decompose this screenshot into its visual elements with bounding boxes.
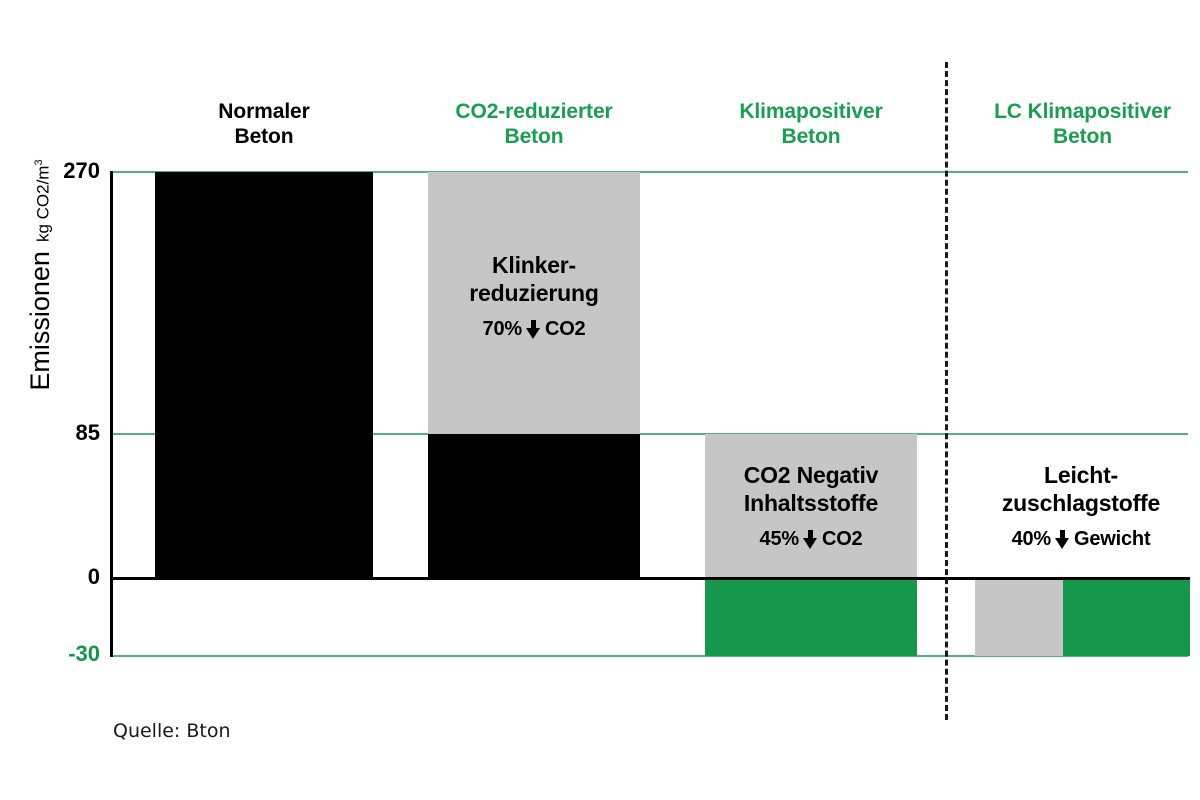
column-header-klimapositiver-beton: Klimapositiver Beton bbox=[695, 100, 927, 150]
column-header-line2: Beton bbox=[781, 124, 841, 148]
arrow-down-icon bbox=[1055, 530, 1070, 550]
annotation-title: Klinker- reduzierung bbox=[428, 252, 640, 307]
annotation-co2-negativ-inhaltsstoffe: CO2 Negativ Inhaltsstoffe 45% CO2 bbox=[705, 462, 917, 551]
bar-co2-reduzierter-beton-gray bbox=[428, 172, 640, 434]
annotation-title-line2: Inhaltsstoffe bbox=[743, 489, 879, 516]
y-tick-0: 0 bbox=[87, 564, 100, 589]
annotation-title: CO2 Negativ Inhaltsstoffe bbox=[705, 462, 917, 517]
bar-lc-klimapositiver-beton-green bbox=[1063, 580, 1190, 656]
column-header-line2: Beton bbox=[1053, 124, 1112, 148]
section-divider-dashed bbox=[945, 62, 948, 720]
bar-co2-reduzierter-beton-black bbox=[428, 434, 640, 578]
annotation-value: 70% bbox=[482, 318, 523, 341]
column-header-line1: LC Klimapositiver bbox=[994, 100, 1171, 123]
bar-klimapositiver-beton-gray bbox=[705, 434, 917, 578]
annotation-metric: CO2 bbox=[821, 528, 863, 551]
annotation-value: 40% bbox=[1011, 528, 1052, 551]
annotation-metric-row: 40% Gewicht bbox=[965, 528, 1197, 551]
annotation-value: 45% bbox=[759, 528, 800, 551]
zero-baseline bbox=[110, 577, 1190, 580]
bar-lc-klimapositiver-beton-gray bbox=[975, 580, 1063, 656]
annotation-metric-row: 70% CO2 bbox=[428, 318, 640, 341]
annotation-title-line2: reduzierung bbox=[469, 279, 599, 306]
annotation-title-line1: Leicht- bbox=[1044, 462, 1118, 488]
column-header-line1: CO2-reduzierter bbox=[455, 100, 613, 123]
annotation-title-line1: Klinker- bbox=[491, 252, 577, 278]
annotation-metric: CO2 bbox=[544, 318, 586, 341]
y-axis-line bbox=[110, 171, 113, 657]
annotation-klinkerreduzierung: Klinker- reduzierung 70% CO2 bbox=[428, 252, 640, 341]
y-axis-title: Emissionen kg CO2/m3 bbox=[25, 75, 65, 475]
gridline-minus30 bbox=[110, 655, 1188, 657]
y-tick-minus30: -30 bbox=[68, 641, 100, 666]
column-header-line2: Beton bbox=[234, 124, 294, 148]
column-header-lc-klimapositiver-beton: LC Klimapositiver Beton bbox=[965, 100, 1200, 150]
column-header-line1: Klimapositiver bbox=[739, 100, 883, 123]
arrow-down-icon bbox=[525, 320, 541, 340]
bar-klimapositiver-beton-green bbox=[705, 580, 917, 656]
annotation-metric: Gewicht bbox=[1074, 528, 1151, 551]
y-axis-title-text: Emissionen bbox=[25, 251, 55, 391]
arrow-down-icon bbox=[802, 530, 818, 550]
y-tick-85: 85 bbox=[75, 420, 100, 445]
annotation-title-line1: CO2 Negativ bbox=[743, 462, 879, 488]
annotation-title-line2: zuschlagstoffe bbox=[1001, 489, 1161, 516]
annotation-title: Leicht- zuschlagstoffe bbox=[965, 462, 1197, 517]
source-note: Quelle: Bton bbox=[113, 720, 231, 742]
annotation-leichtzuschlagstoffe: Leicht- zuschlagstoffe 40% Gewicht bbox=[965, 462, 1197, 551]
column-header-line1: Normaler bbox=[218, 100, 310, 123]
annotation-metric-row: 45% CO2 bbox=[705, 528, 917, 551]
column-header-normaler-beton: Normaler Beton bbox=[155, 100, 373, 150]
column-header-co2-reduzierter-beton: CO2-reduzierter Beton bbox=[418, 100, 650, 150]
column-header-line2: Beton bbox=[504, 124, 564, 148]
gridline-270 bbox=[110, 171, 1188, 173]
bar-normaler-beton-black bbox=[155, 172, 373, 578]
y-tick-270: 270 bbox=[63, 158, 100, 183]
gridline-85 bbox=[110, 433, 1188, 435]
